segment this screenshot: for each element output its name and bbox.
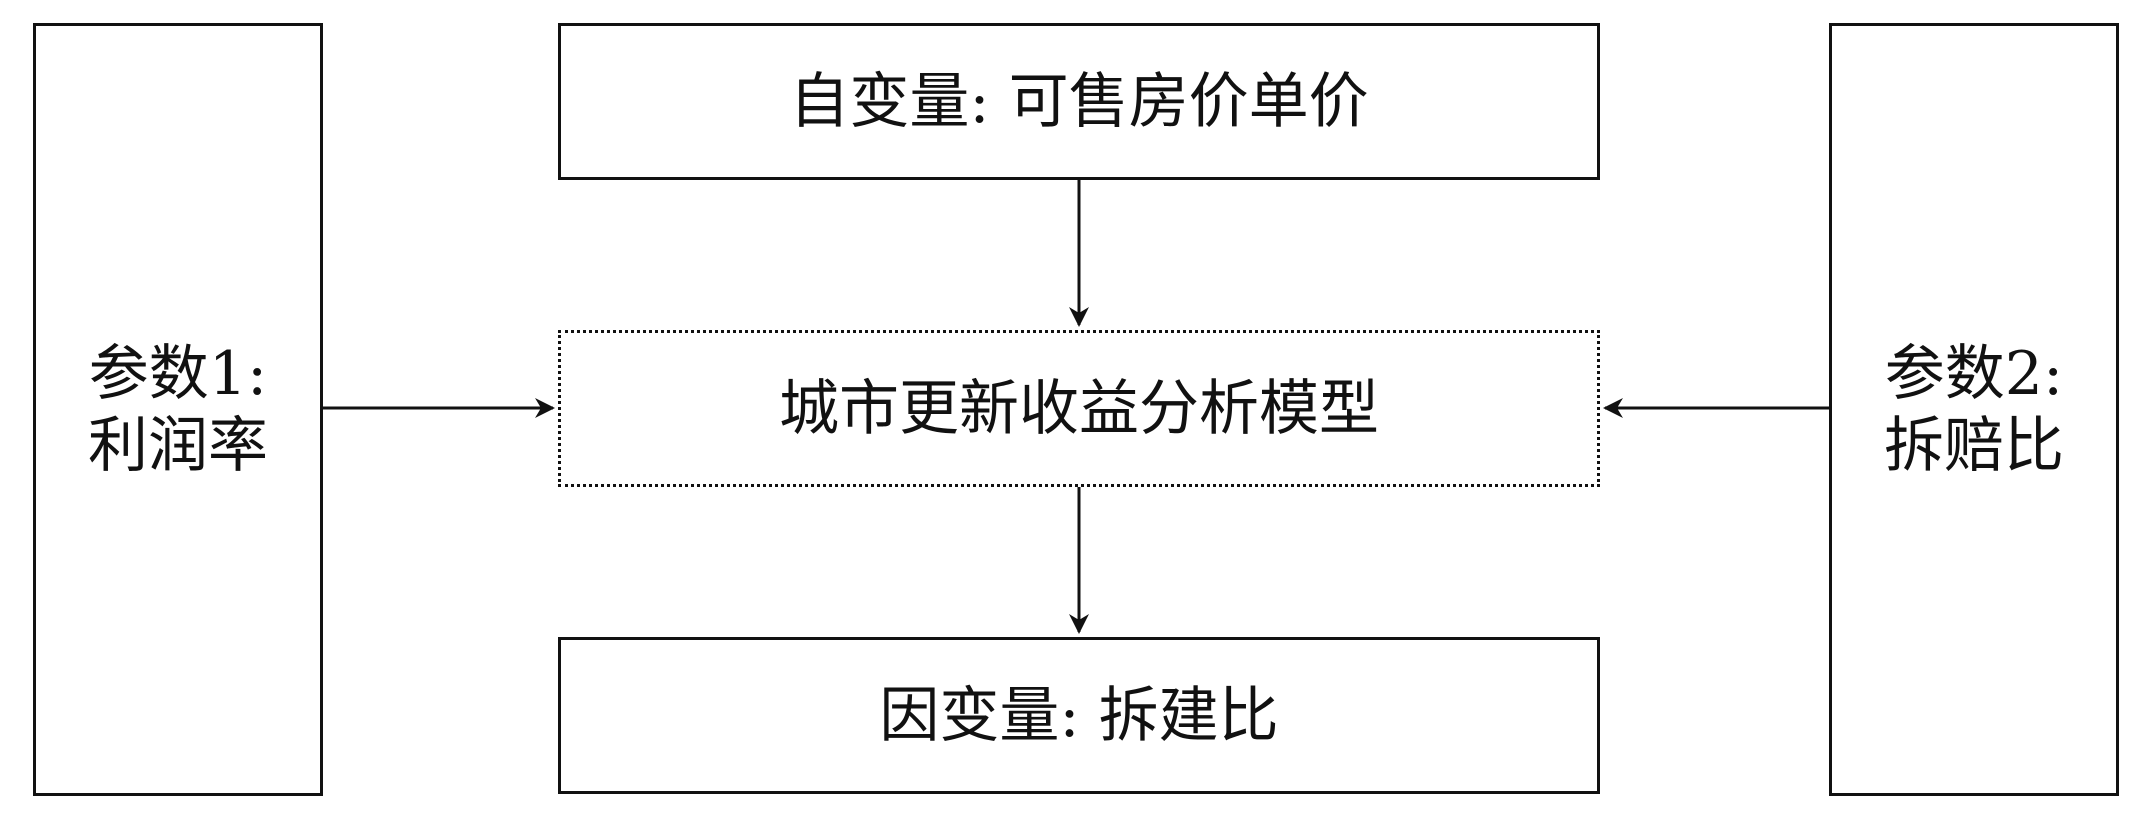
- parameter-left-title: 参数1:: [88, 338, 268, 409]
- parameter-right-title: 参数2:: [1884, 338, 2064, 409]
- parameter-left-name: 利润率: [88, 410, 268, 481]
- dependent-variable-label: 因变量: 拆建比: [879, 680, 1279, 751]
- independent-variable-label: 自变量: 可售房价单价: [789, 66, 1369, 137]
- parameter-box-left: 参数1: 利润率: [33, 23, 323, 796]
- model-label: 城市更新收益分析模型: [779, 373, 1379, 444]
- independent-variable-box: 自变量: 可售房价单价: [558, 23, 1600, 180]
- model-box: 城市更新收益分析模型: [558, 330, 1600, 487]
- parameter-right-name: 拆赔比: [1884, 410, 2064, 481]
- dependent-variable-box: 因变量: 拆建比: [558, 637, 1600, 794]
- parameter-box-right: 参数2: 拆赔比: [1829, 23, 2119, 796]
